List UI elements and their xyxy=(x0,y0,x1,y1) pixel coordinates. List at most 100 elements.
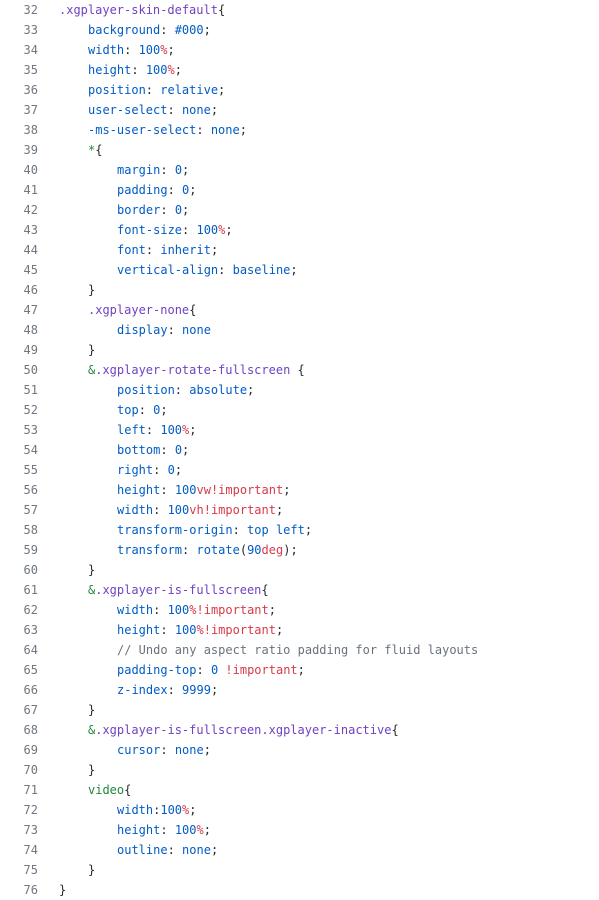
code-token: width xyxy=(117,803,154,817)
code-token: right xyxy=(117,463,154,477)
code-text: } xyxy=(88,700,95,720)
code-token: ; xyxy=(297,663,305,677)
line-number: 46 xyxy=(23,283,38,297)
code-line: 38-ms-user-select: none; xyxy=(0,120,599,140)
code-token: ( xyxy=(239,543,248,557)
code-token: .xgplayer-is-fullscreen.xgplayer-inactiv… xyxy=(95,723,392,737)
code-token: : xyxy=(160,623,175,637)
code-token: transform-origin xyxy=(117,523,233,537)
code-token: outline xyxy=(117,843,168,857)
code-line: 50&.xgplayer-rotate-fullscreen { xyxy=(0,360,599,380)
code-text: .xgplayer-skin-default{ xyxy=(59,0,225,20)
code-token: : xyxy=(167,183,183,197)
code-token: 100 xyxy=(167,503,190,517)
code-token: !important xyxy=(210,483,284,497)
code-text: width: 100vh!important; xyxy=(117,500,283,520)
code-token: : xyxy=(167,683,183,697)
code-token: deg xyxy=(261,543,284,557)
code-token: 100 xyxy=(174,483,197,497)
line-number: 67 xyxy=(23,703,38,717)
code-token: * xyxy=(88,143,96,157)
code-text: bottom: 0; xyxy=(117,440,189,460)
code-token: video xyxy=(88,783,125,797)
code-text: outline: none; xyxy=(117,840,218,860)
line-number: 43 xyxy=(23,223,38,237)
code-token: : xyxy=(232,523,248,537)
code-text: top: 0; xyxy=(117,400,168,420)
code-text: } xyxy=(88,860,95,880)
code-token: : xyxy=(153,803,161,817)
line-number: 59 xyxy=(23,543,38,557)
code-text: .xgplayer-none{ xyxy=(88,300,196,320)
code-token: } xyxy=(88,343,96,357)
code-token: & xyxy=(88,363,96,377)
line-number: 52 xyxy=(23,403,38,417)
code-text: video{ xyxy=(88,780,131,800)
code-token: } xyxy=(88,703,96,717)
code-token: : xyxy=(167,323,183,337)
line-number: 56 xyxy=(23,483,38,497)
code-line: 39*{ xyxy=(0,140,599,160)
code-token: } xyxy=(59,883,67,897)
code-token: { xyxy=(95,143,103,157)
code-token: & xyxy=(88,723,96,737)
code-token: padding-top xyxy=(117,663,197,677)
code-token: ; xyxy=(203,823,211,837)
code-text: height: 100%; xyxy=(117,820,211,840)
code-line: 67} xyxy=(0,700,599,720)
code-token: : xyxy=(218,263,233,277)
code-token: ; xyxy=(290,263,298,277)
code-token: ); xyxy=(283,543,298,557)
code-token: % xyxy=(196,823,204,837)
code-line: 32.xgplayer-skin-default{ xyxy=(0,0,599,20)
code-token: ; xyxy=(182,443,190,457)
code-token: user-select xyxy=(88,103,168,117)
line-number: 70 xyxy=(23,763,38,777)
code-token: { xyxy=(124,783,132,797)
code-token: ; xyxy=(304,523,313,537)
code-token: 0 xyxy=(210,663,219,677)
line-number: 66 xyxy=(23,683,38,697)
code-token: ; xyxy=(189,183,197,197)
code-token: vh xyxy=(189,503,204,517)
code-token: ; xyxy=(174,463,183,477)
code-token: 100 xyxy=(167,603,190,617)
code-token: ; xyxy=(218,83,226,97)
code-text: } xyxy=(59,880,66,900)
code-token: : xyxy=(160,743,175,757)
code-text: &.xgplayer-rotate-fullscreen { xyxy=(88,360,305,380)
code-token: ; xyxy=(225,223,233,237)
code-text: &.xgplayer-is-fullscreen.xgplayer-inacti… xyxy=(88,720,399,740)
line-number: 49 xyxy=(23,343,38,357)
code-token: none xyxy=(182,323,211,337)
code-token: padding xyxy=(117,183,168,197)
code-token: rotate xyxy=(196,543,240,557)
code-text: cursor: none; xyxy=(117,740,211,760)
code-token: bottom xyxy=(117,443,161,457)
code-text: height: 100vw!important; xyxy=(117,480,290,500)
code-token: !important xyxy=(203,503,276,517)
code-token: ; xyxy=(247,383,255,397)
code-token: !important xyxy=(225,663,298,677)
code-token: ; xyxy=(203,743,211,757)
code-token: vertical-align xyxy=(117,263,219,277)
code-token: 100 xyxy=(160,803,183,817)
code-token: 100 xyxy=(138,43,161,57)
code-text: transform-origin: top left; xyxy=(117,520,312,540)
code-token: : xyxy=(167,103,182,117)
line-number: 42 xyxy=(23,203,38,217)
code-token: ; xyxy=(167,43,175,57)
